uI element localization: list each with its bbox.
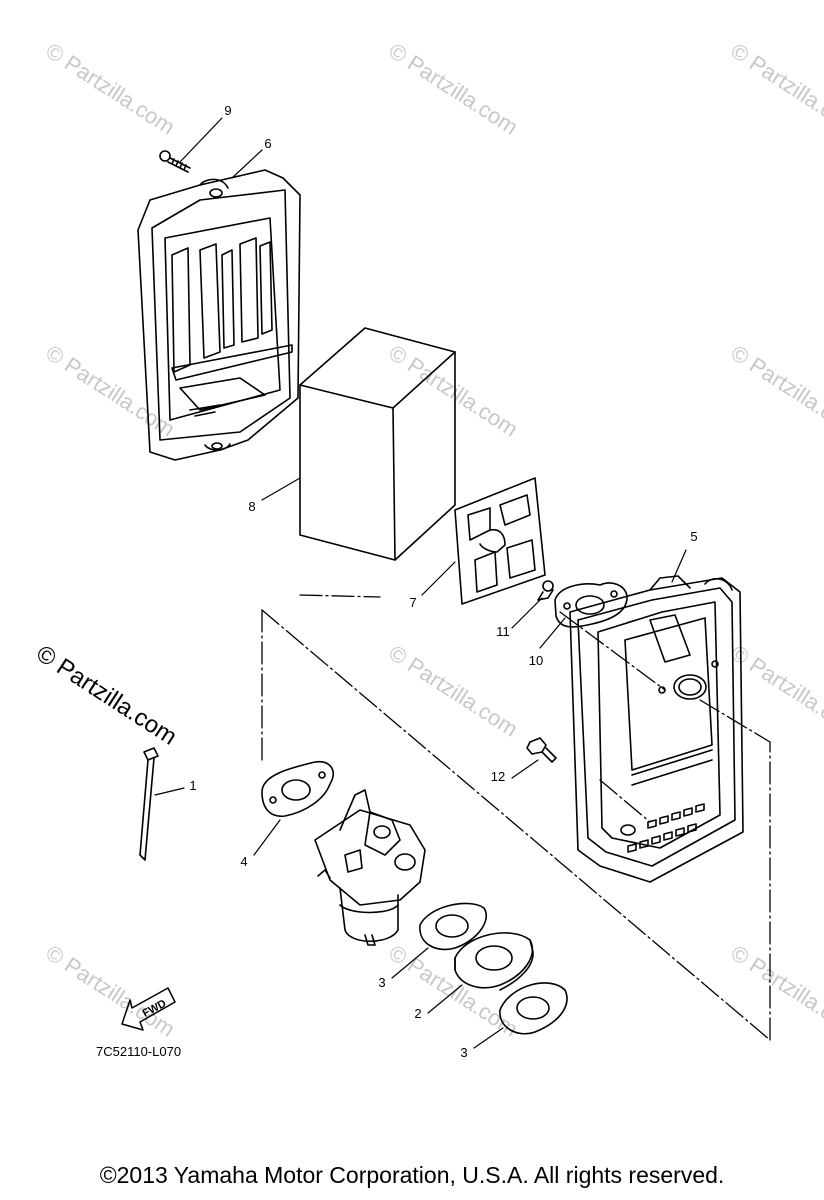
callout-1: 1	[189, 778, 197, 793]
callout-4: 4	[240, 854, 248, 869]
callout-3-upper: 3	[378, 975, 386, 990]
carburetor	[314, 789, 426, 946]
gasket-part-4	[261, 760, 334, 817]
callout-3-lower: 3	[460, 1045, 468, 1060]
gasket-part-3-upper	[419, 902, 487, 951]
callout-12: 12	[490, 769, 506, 784]
callout-11: 11	[496, 624, 510, 639]
joint-part-5	[569, 575, 744, 883]
insulator-part-2	[454, 932, 534, 991]
bolt-part-11	[537, 580, 554, 601]
callout-7: 7	[409, 595, 417, 610]
callout-2: 2	[414, 1006, 422, 1021]
bolt-part-9	[159, 150, 191, 173]
callout-9: 9	[224, 103, 232, 118]
gasket-part-7	[454, 477, 546, 605]
callout-10: 10	[528, 653, 544, 668]
tie-band-part-1	[139, 747, 159, 861]
copyright-notice: ©2013 Yamaha Motor Corporation, U.S.A. A…	[99, 1162, 725, 1188]
air-cleaner-case-part-6	[137, 169, 301, 461]
diagram-code: 7C52110-L070	[96, 1044, 182, 1059]
fwd-arrow-icon: FWD	[121, 987, 176, 1031]
callout-5: 5	[690, 529, 698, 544]
callout-8: 8	[248, 499, 256, 514]
leader-lines	[154, 117, 687, 1049]
callout-6: 6	[264, 136, 272, 151]
gasket-part-3-lower	[499, 982, 568, 1035]
bolt-part-12	[526, 737, 557, 763]
filter-element-part-8	[299, 327, 456, 561]
gasket-part-10	[554, 582, 628, 628]
assembly-outline	[261, 594, 771, 1041]
